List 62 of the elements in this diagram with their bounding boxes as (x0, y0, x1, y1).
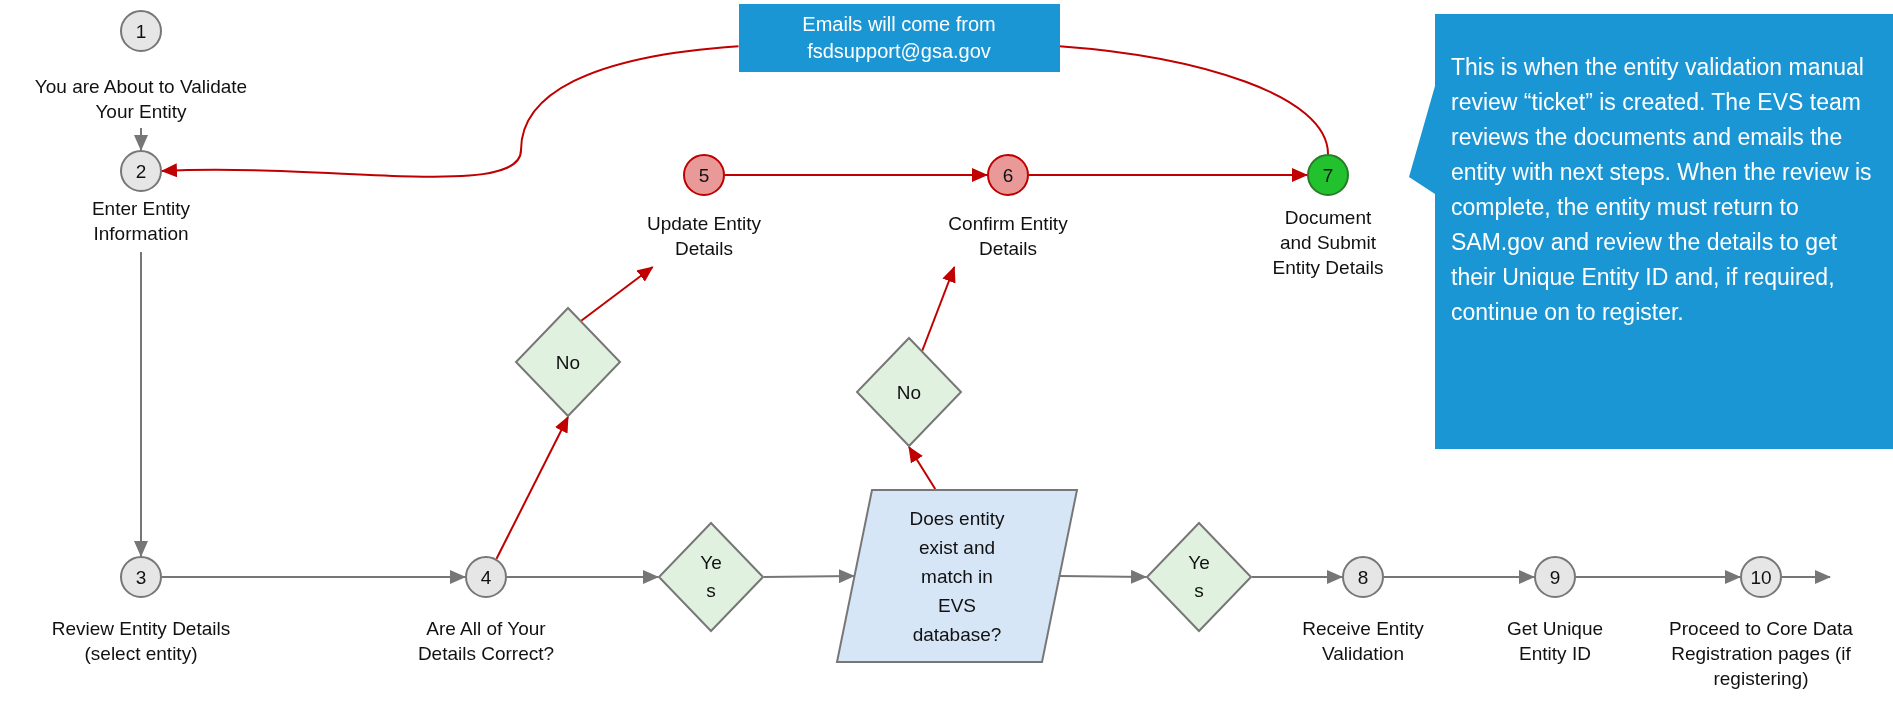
decision-question: Does entity exist and match in EVS database? (908, 506, 1006, 647)
step-circle (1342, 556, 1384, 598)
step-number: 3 (135, 565, 147, 590)
step-label: Review Entity Details (select entity) (50, 617, 232, 666)
step-number: 9 (1549, 565, 1561, 590)
arrow (724, 168, 988, 182)
decision-diamond (658, 522, 764, 632)
callout-text: This is when the entity validation manual review “ticket” is created. The EVS team reviews the documents and emails the entity with next steps. When the review is complete, the entity must return to SAM.gov and review the details to get their Unique Entity ID and, if required, continue on to register. (1451, 52, 1873, 327)
decision-label: No (555, 350, 581, 375)
step-circle (683, 154, 725, 196)
step-circle (120, 10, 162, 52)
arrow (763, 569, 855, 584)
decision-label: Yes (1187, 551, 1211, 603)
step-label: Document and Submit Entity Details (1271, 206, 1385, 280)
arrow (1059, 569, 1147, 584)
decision-label: No (896, 380, 922, 405)
callout-box (1409, 13, 1893, 449)
step-label: Are All of Your Details Correct? (416, 617, 556, 666)
step-label: Receive Entity Validation (1301, 617, 1425, 666)
connector-line (1058, 45, 1329, 155)
step-number: 2 (135, 159, 147, 184)
step-circle (987, 154, 1029, 196)
arrow (1781, 570, 1831, 584)
step-circle (465, 556, 507, 598)
step-label: Proceed to Core Data Registration pages (if registering) (1668, 617, 1854, 691)
step-label: Update Entity Details (645, 212, 763, 261)
arrow (161, 45, 740, 178)
arrow (506, 570, 659, 584)
arrow (161, 570, 466, 584)
arrow (1383, 570, 1535, 584)
decision-diamond (1146, 522, 1252, 632)
arrow (1575, 570, 1741, 584)
arrow (134, 127, 148, 151)
step-label: Enter Entity Information (90, 197, 192, 246)
step-number: 4 (480, 565, 492, 590)
step-label: You are About to Validate Your Entity (33, 75, 249, 124)
step-label: Get Unique Entity ID (1505, 617, 1605, 666)
arrow (908, 446, 937, 490)
step-circle (1534, 556, 1576, 598)
step-circle (1740, 556, 1782, 598)
arrow (134, 251, 148, 557)
step-number: 6 (1002, 163, 1014, 188)
note-box (738, 4, 1060, 72)
step-number: 10 (1750, 565, 1772, 590)
arrow (1251, 570, 1343, 584)
step-number: 8 (1357, 565, 1369, 590)
decision-diamond (515, 307, 621, 417)
arrow (580, 266, 654, 322)
note-text: Emails will come from fsdsupport@gsa.gov (801, 12, 997, 64)
step-circle (1307, 154, 1349, 196)
decision-diamond (856, 337, 962, 447)
step-number: 7 (1322, 163, 1334, 188)
decision-label: Yes (699, 551, 723, 603)
step-number: 5 (698, 163, 710, 188)
decision-parallelogram (836, 489, 1078, 663)
arrow (495, 416, 569, 560)
step-circle (120, 150, 162, 192)
step-number: 1 (135, 19, 147, 44)
step-circle (120, 556, 162, 598)
step-label: Confirm Entity Details (947, 212, 1069, 261)
arrow (921, 266, 956, 352)
arrow (1028, 168, 1308, 182)
